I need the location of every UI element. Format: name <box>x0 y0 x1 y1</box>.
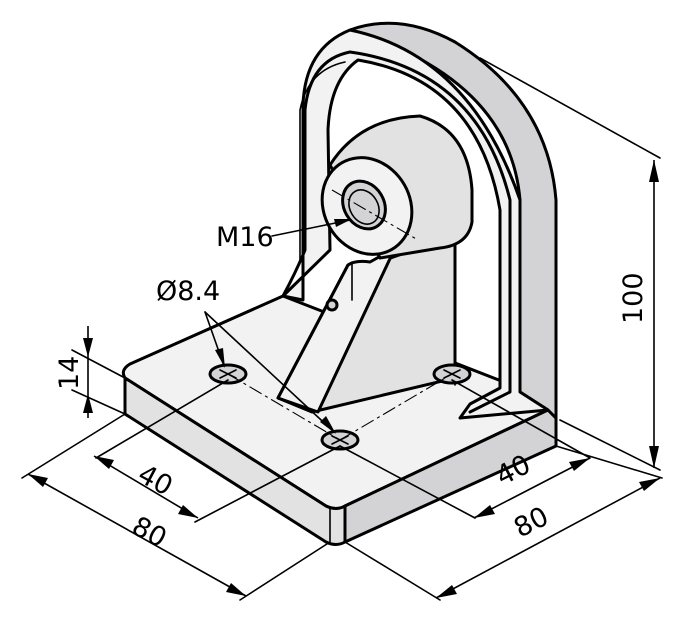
dim-arrow-height-bottom <box>649 446 659 468</box>
ext-line-right-front <box>344 541 441 601</box>
dim-arrow-right-inner-a <box>474 505 495 518</box>
thread-hole-inner <box>348 189 380 225</box>
label-plate-thickness-14: 14 <box>54 356 85 390</box>
thread-axis <box>331 189 419 241</box>
dim-arrow-right-outer-b <box>639 478 660 491</box>
label-left-inner-40: 40 <box>133 459 178 503</box>
ext-line-right-back <box>555 445 663 479</box>
leader-thread-arrow <box>334 219 352 227</box>
leader-lines <box>204 219 352 434</box>
dim-arrow-left-outer-a <box>28 474 48 487</box>
dim-arrow-left-inner-a <box>94 456 114 469</box>
dim-line-left-inner <box>93 455 199 519</box>
ext-line-height-bottom <box>559 419 661 471</box>
label-left-outer-80: 80 <box>127 511 172 555</box>
arch-front-face <box>281 28 550 420</box>
dim-line-right-inner <box>473 457 591 519</box>
dimension-lines <box>27 160 661 599</box>
label-hole-diameter: Ø8.4 <box>156 276 220 307</box>
leader-hole-front-arrow <box>320 416 336 434</box>
ext-line-left-back <box>21 413 126 479</box>
dim-arrow-left-inner-b <box>178 505 198 518</box>
label-thread-m16: M16 <box>216 222 274 253</box>
arch-inner-cut <box>299 61 346 263</box>
leader-hole-front <box>204 311 335 433</box>
hole-centerline-left <box>227 373 341 441</box>
dim-line-left-outer <box>27 473 247 597</box>
ext-line-plate-top <box>71 349 126 379</box>
dim-arrow-left-outer-b <box>226 583 246 596</box>
ext-line-right-hole-front <box>339 445 476 519</box>
dim-line-right-outer <box>435 477 661 599</box>
ext-line-right-hole-back <box>451 379 591 459</box>
base-plate-front-right-face <box>343 408 558 544</box>
ext-line-plate-bottom <box>71 389 126 415</box>
extension-lines <box>21 57 663 601</box>
ext-line-left-hole-front <box>194 445 341 523</box>
label-height-100: 100 <box>618 272 649 324</box>
dim-arrow-height-top <box>649 160 659 182</box>
dim-arrow-right-outer-a <box>436 585 457 598</box>
dim-arrow-right-inner-b <box>569 458 590 471</box>
hole-centerline-right <box>339 373 453 441</box>
mounting-holes <box>208 363 472 451</box>
small-rear-hole <box>325 298 339 312</box>
ext-line-left-front <box>239 541 331 601</box>
ext-line-left-hole-back <box>95 379 229 459</box>
dim-arrow-thickness-bottom <box>83 394 93 413</box>
ext-line-height-top <box>479 57 661 159</box>
threaded-boss <box>276 114 474 414</box>
arch-side-face <box>348 21 558 420</box>
dim-arrow-thickness-top <box>83 338 93 357</box>
leader-hole-left-arrow <box>215 348 225 368</box>
